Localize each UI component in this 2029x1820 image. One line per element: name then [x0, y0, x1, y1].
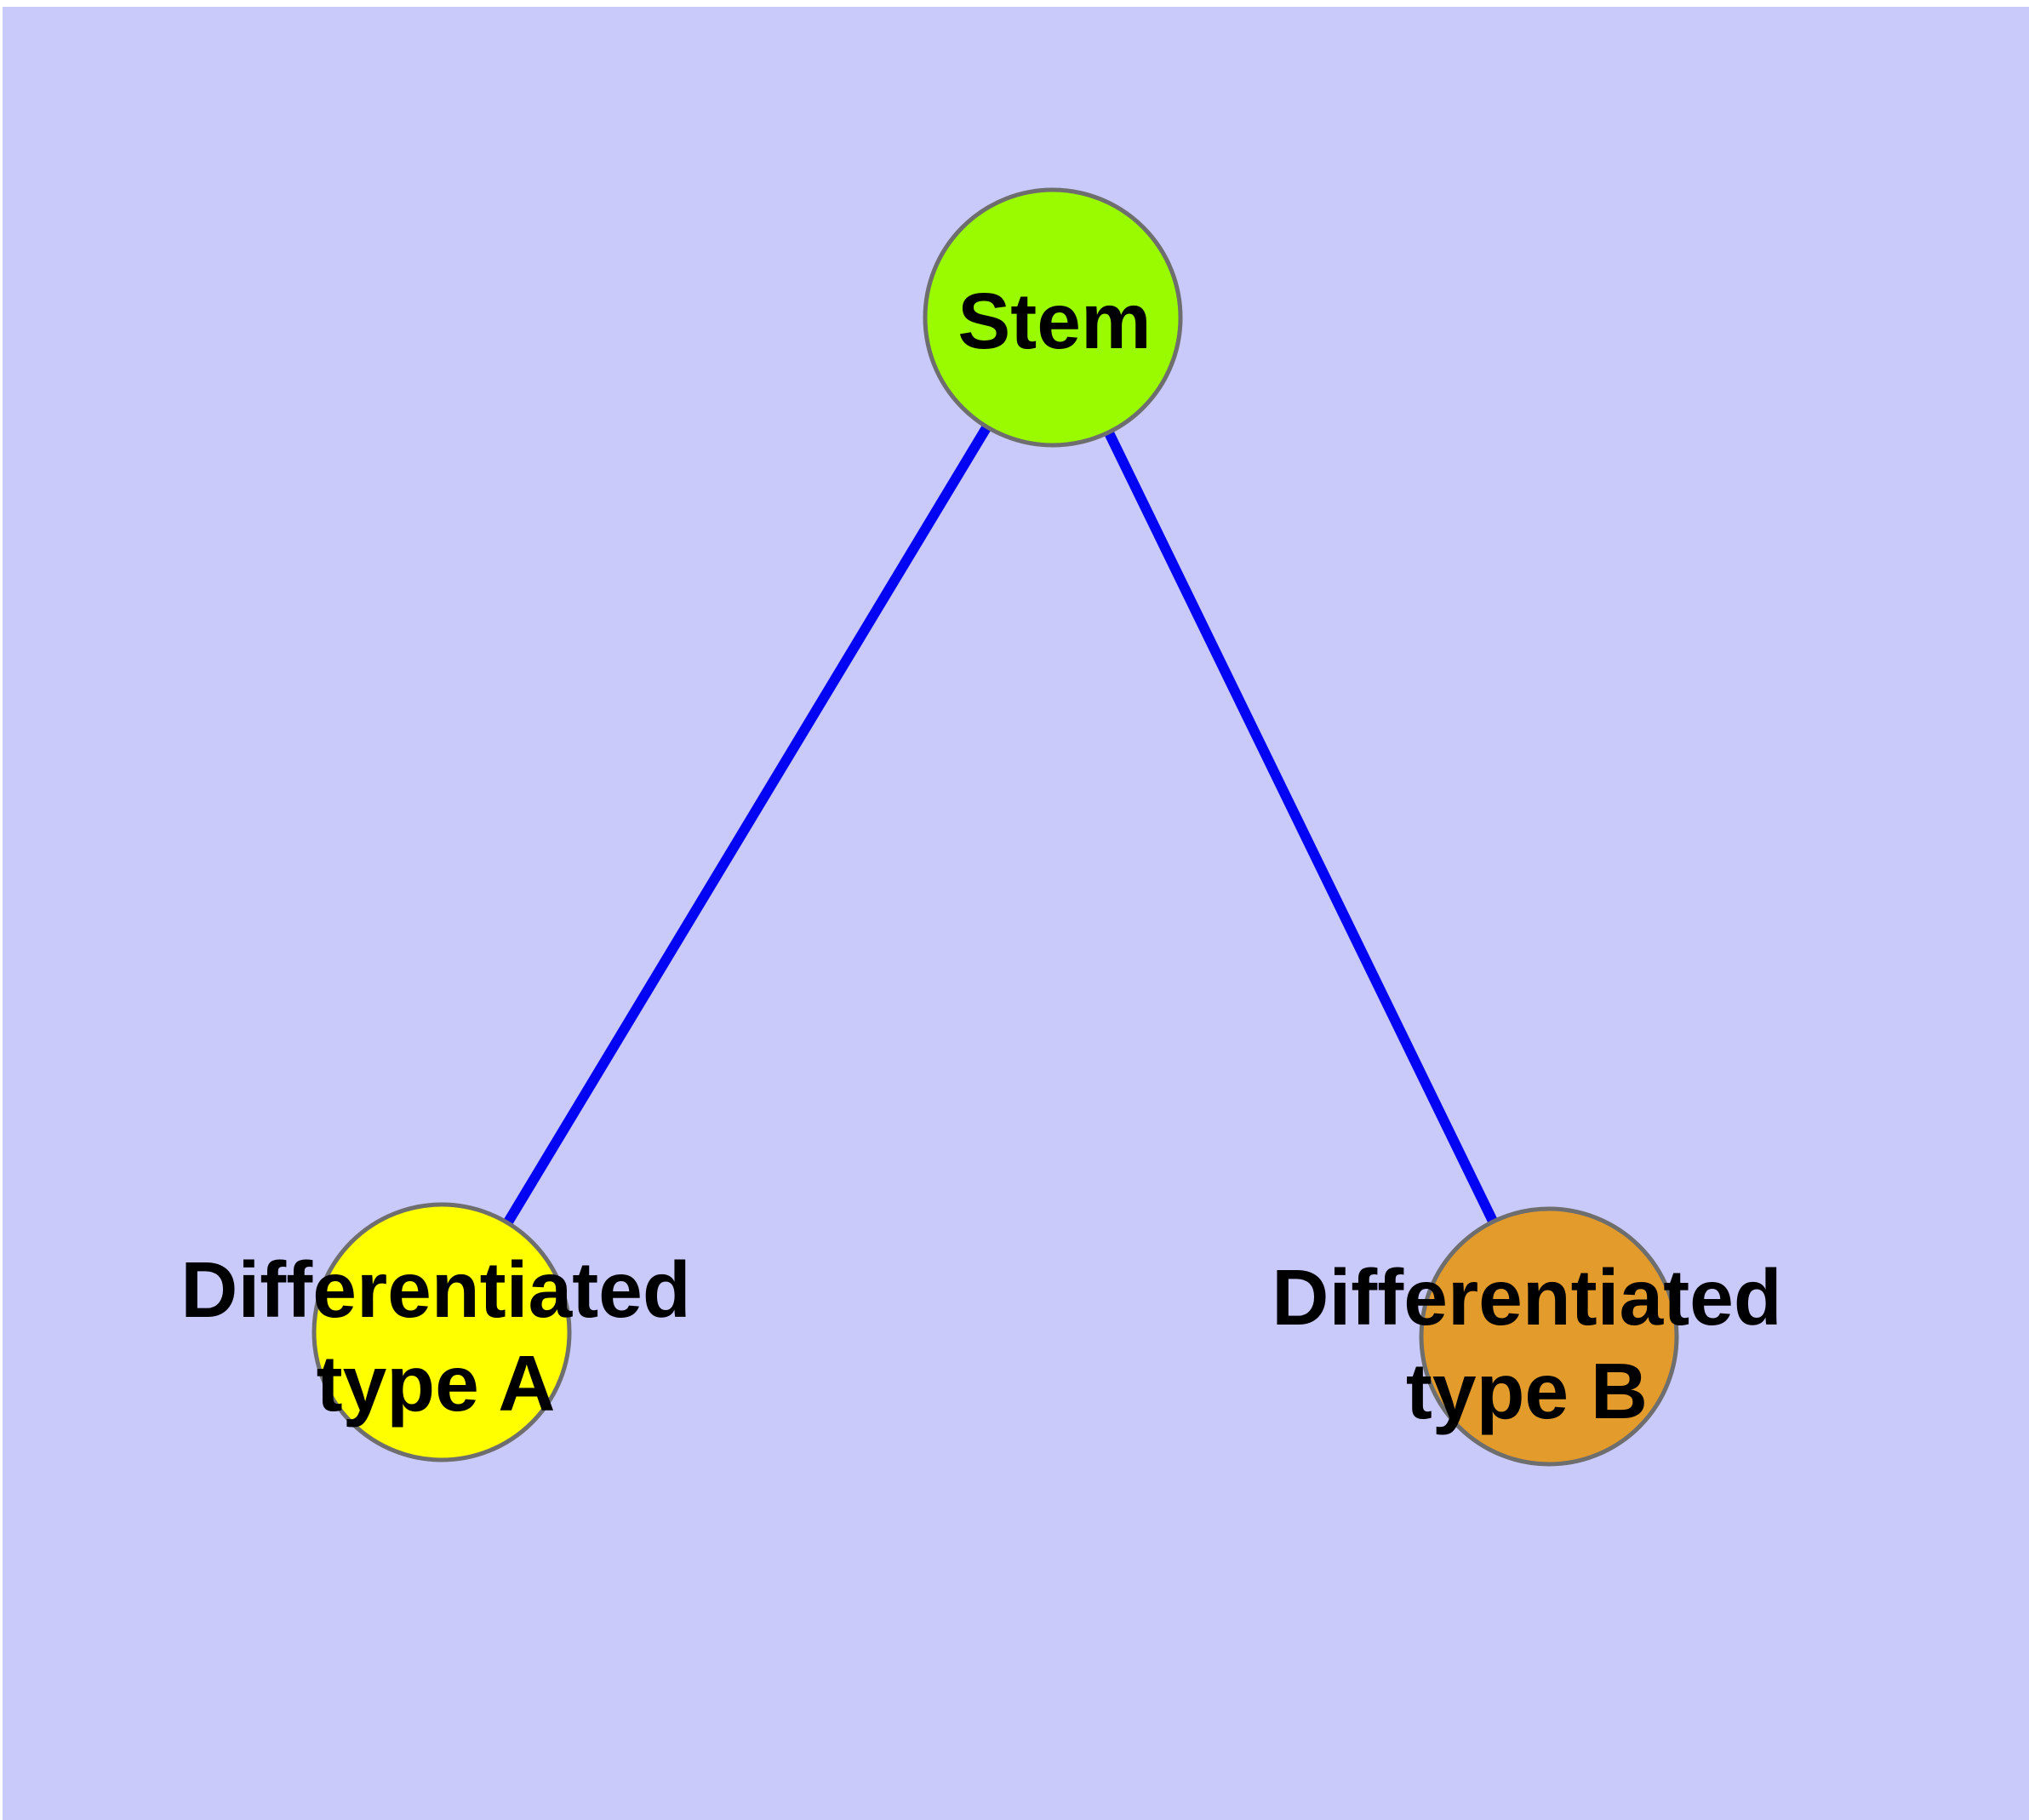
node-type-a-label-line2: type A: [317, 1339, 556, 1428]
node-differentiated-type-a: [311, 1202, 572, 1462]
edge-stem-to-type-a: [437, 314, 1058, 1336]
node-type-b-label-line1: Differentiated: [1272, 1253, 1781, 1342]
node-type-a-label-line1: Differentiated: [180, 1245, 690, 1334]
node-differentiated-type-b: [1419, 1206, 1679, 1467]
node-type-b-label-line2: type B: [1406, 1347, 1648, 1435]
edge-stem-to-type-b: [1048, 315, 1554, 1339]
node-stem: [923, 187, 1183, 448]
node-stem-label: Stem: [957, 277, 1151, 365]
